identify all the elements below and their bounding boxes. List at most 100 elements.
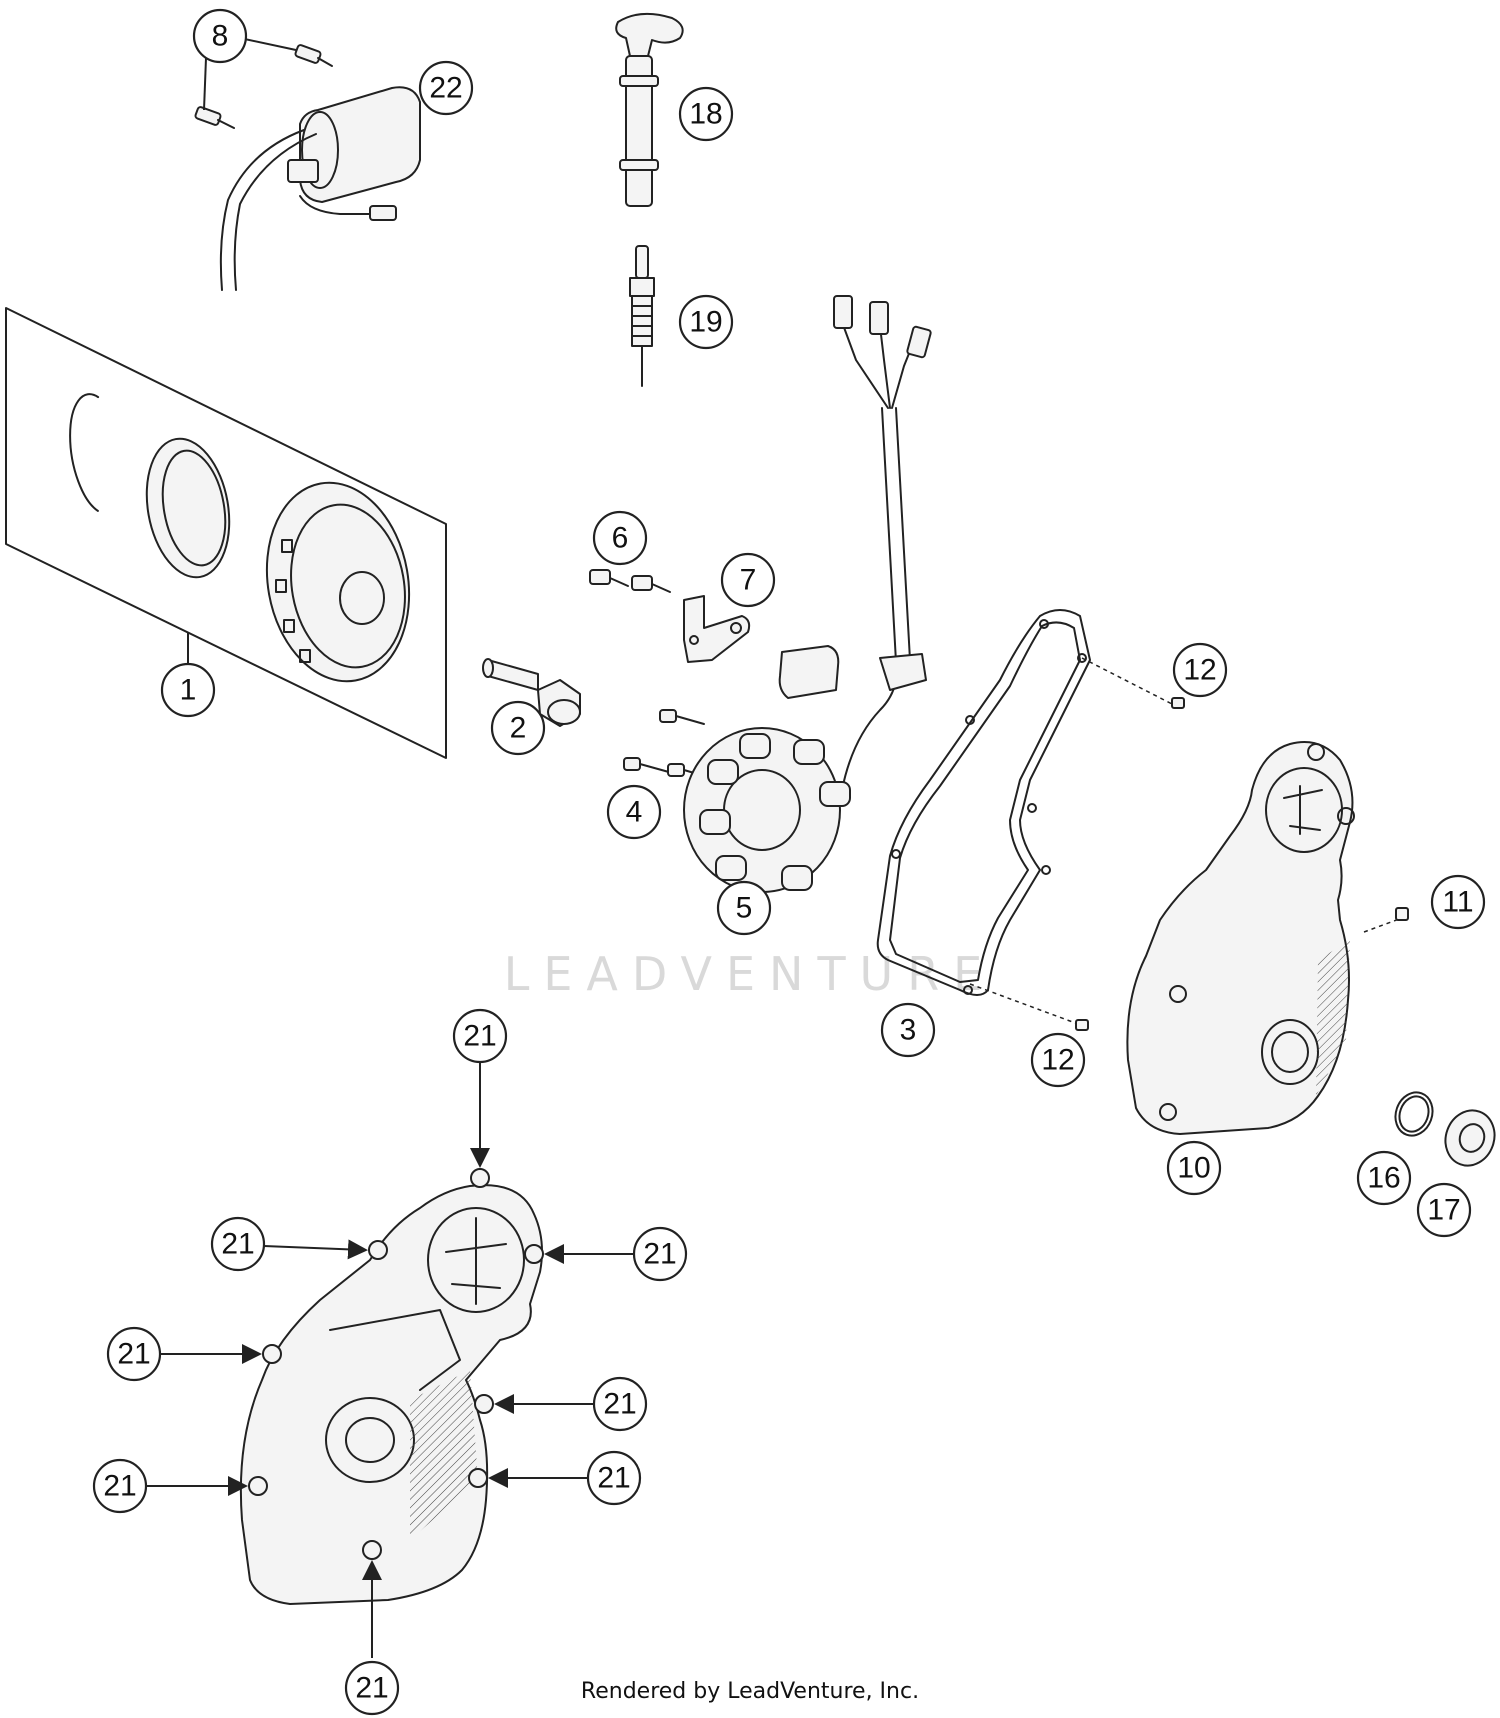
callout-circle (678, 86, 734, 142)
callout-label: 1 (180, 674, 197, 707)
callout-3: 3 (880, 1002, 936, 1058)
callout-22: 22 (418, 60, 474, 116)
callout-circle (106, 1326, 162, 1382)
callout-12: 12 (1030, 1032, 1086, 1088)
callout-circle (92, 1458, 148, 1514)
callout-label: 11 (1442, 886, 1473, 919)
callout-circle (192, 8, 248, 64)
callout-10: 10 (1166, 1140, 1222, 1196)
leaders-21 (146, 1062, 634, 1658)
callout-circle (632, 1226, 688, 1282)
callout-21: 21 (344, 1660, 400, 1716)
callout-label: 19 (689, 306, 722, 339)
callout-21: 21 (106, 1326, 162, 1382)
callout-circle (678, 294, 734, 350)
callout-17: 17 (1416, 1182, 1472, 1238)
callout-circle (880, 1002, 936, 1058)
dash-12a (1081, 657, 1173, 705)
bolt-8-lower (194, 106, 235, 129)
callout-label: 21 (117, 1338, 150, 1371)
callout-label: 4 (626, 796, 643, 829)
callout-label: 21 (463, 1020, 496, 1053)
callout-circle (1416, 1182, 1472, 1238)
screw-plug-17 (1444, 1109, 1496, 1167)
callout-circle (344, 1660, 400, 1716)
callout-label: 12 (1041, 1044, 1074, 1077)
bolt-6-right (631, 575, 671, 593)
callout-circle (592, 1376, 648, 1432)
callout-circle (586, 1450, 642, 1506)
gasket-3 (876, 609, 1091, 996)
callout-11: 11 (1430, 874, 1486, 930)
callout-label: 17 (1427, 1194, 1460, 1227)
callout-1: 1 (160, 662, 216, 718)
callout-21: 21 (452, 1008, 508, 1064)
callout-21: 21 (210, 1216, 266, 1272)
callout-label: 10 (1177, 1152, 1210, 1185)
footer-credit: Rendered by LeadVenture, Inc. (581, 1679, 919, 1704)
callout-circle (452, 1008, 508, 1064)
callout-2: 2 (490, 700, 546, 756)
dash-11 (1363, 917, 1403, 933)
stator-bolt-4-upper (659, 709, 705, 725)
ignition-cover-10 (1126, 741, 1355, 1135)
callout-label: 22 (429, 72, 462, 105)
ignition-coil-22 (219, 86, 421, 291)
callout-circle (490, 700, 546, 756)
callout-circle (592, 510, 648, 566)
callout-6: 6 (592, 510, 648, 566)
callout-4: 4 (606, 784, 662, 840)
callout-circle (160, 662, 216, 718)
callout-7: 7 (720, 552, 776, 608)
callout-16: 16 (1356, 1150, 1412, 1206)
callout-circle (1356, 1150, 1412, 1206)
rotor-bolt-2 (482, 658, 581, 727)
callout-circle (1430, 874, 1486, 930)
callout-label: 7 (740, 564, 757, 597)
callout-label: 3 (900, 1014, 917, 1047)
o-ring-16 (1394, 1091, 1434, 1137)
callout-label: 5 (736, 892, 753, 925)
rotor-kit-1 (5, 307, 447, 759)
callout-8: 8 (192, 8, 248, 64)
callout-21: 21 (586, 1450, 642, 1506)
callout-label: 21 (603, 1388, 636, 1421)
dash-12b (969, 983, 1079, 1025)
callout-circle (418, 60, 474, 116)
callout-21: 21 (592, 1376, 648, 1432)
cable-clamp-7 (683, 595, 751, 663)
callout-18: 18 (678, 86, 734, 142)
callout-19: 19 (678, 294, 734, 350)
bolt-6-left (589, 569, 629, 587)
ignition-cover-assembled (239, 1184, 543, 1605)
stator-bolt-4-left (623, 757, 677, 775)
callout-circle (716, 880, 772, 936)
cover-bolts-21 (248, 1168, 544, 1560)
callout-label: 21 (221, 1228, 254, 1261)
spark-plug-cap-18 (615, 12, 684, 207)
callout-label: 21 (103, 1470, 136, 1503)
callout-circle (720, 552, 776, 608)
callout-circle (1030, 1032, 1086, 1088)
leaders-8 (203, 37, 297, 111)
callout-label: 16 (1367, 1162, 1400, 1195)
callout-circle (1166, 1140, 1222, 1196)
plug-screw-11 (1395, 907, 1409, 921)
callout-21: 21 (632, 1226, 688, 1282)
spark-plug-19 (629, 245, 655, 387)
dowel-pin-12-lower (1075, 1019, 1089, 1031)
callout-5: 5 (716, 880, 772, 936)
bolt-8-upper (294, 44, 333, 67)
callout-circle (606, 784, 662, 840)
callout-12: 12 (1172, 642, 1228, 698)
callout-circle (210, 1216, 266, 1272)
callout-label: 21 (643, 1238, 676, 1271)
callout-label: 12 (1183, 654, 1216, 687)
callout-21: 21 (92, 1458, 148, 1514)
callout-label: 8 (212, 20, 229, 53)
dowel-pin-12-upper (1171, 697, 1185, 709)
stator-5 (683, 295, 932, 893)
callout-label: 2 (510, 712, 527, 745)
callout-circle (1172, 642, 1228, 698)
